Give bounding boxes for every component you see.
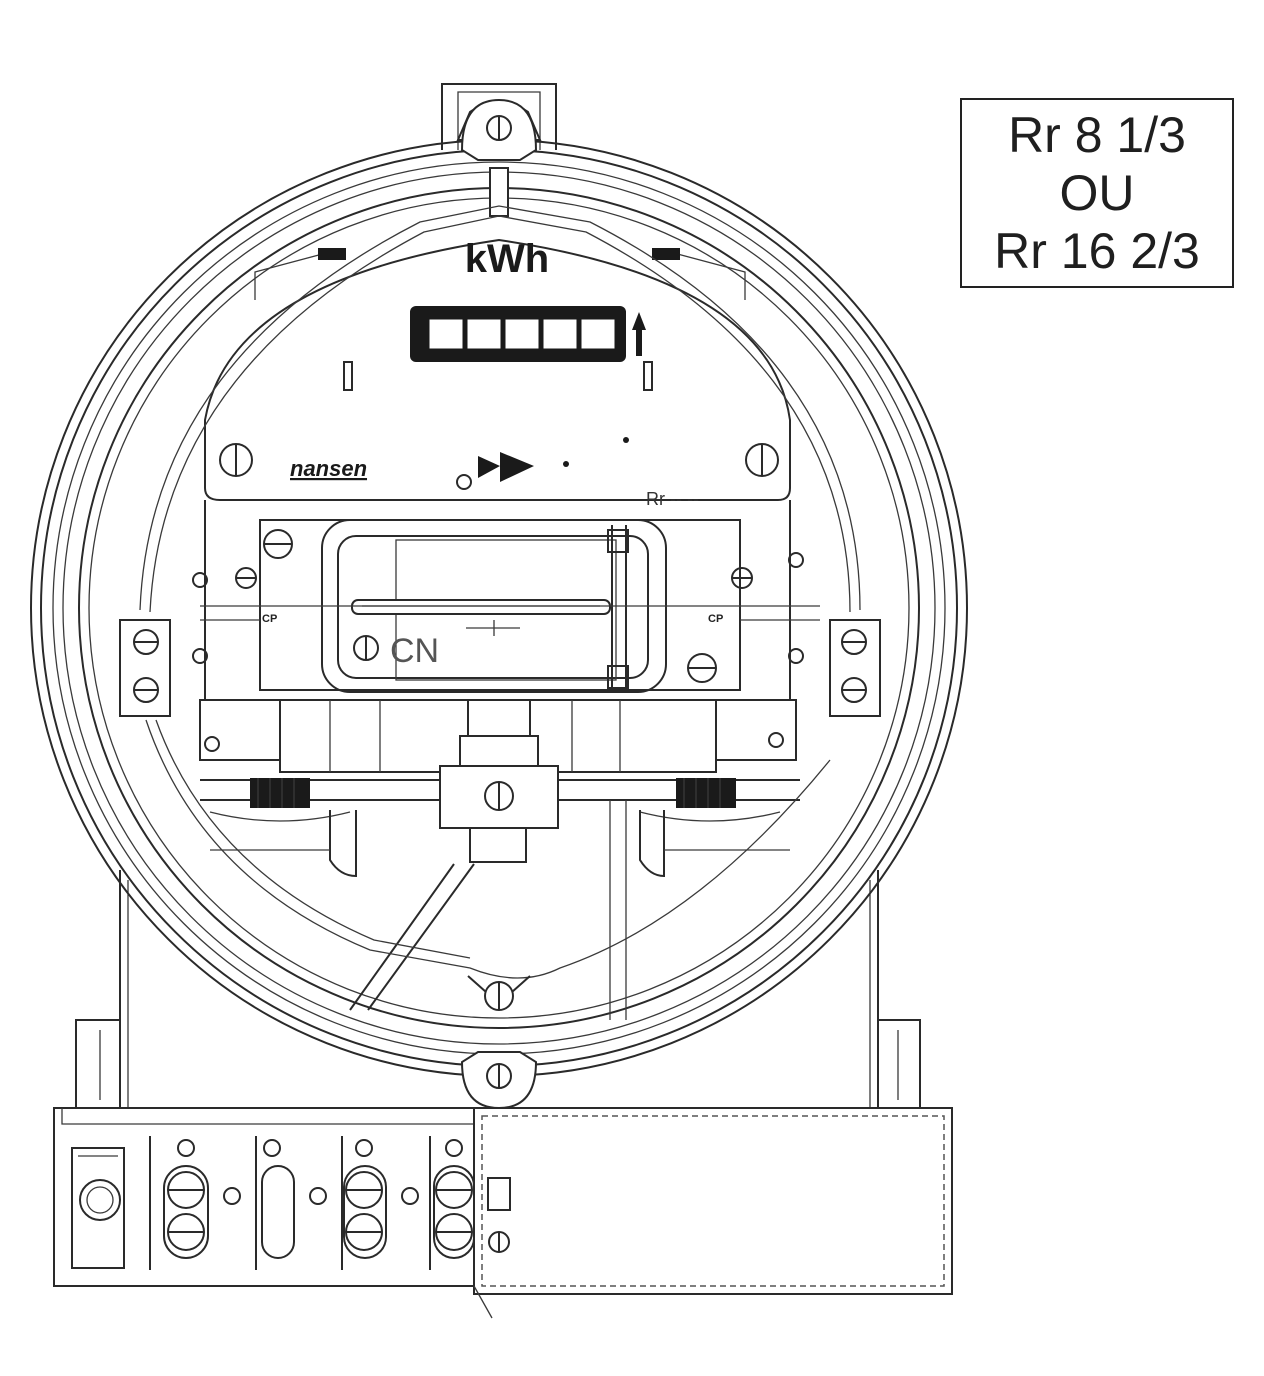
wire-knot <box>467 975 531 1011</box>
ratio-line-1: Rr 8 1/3 <box>1008 107 1186 163</box>
terminal-cover <box>473 1107 953 1319</box>
center-clamp <box>439 699 559 863</box>
screw-icon <box>353 635 379 661</box>
direction-arrow-icon <box>478 452 534 482</box>
reset-hole <box>456 474 472 490</box>
screw-icon <box>687 653 717 683</box>
measuring-element <box>200 500 820 700</box>
ring-clamp-right <box>829 619 881 717</box>
mount-hole <box>788 648 804 664</box>
ring-lug-bottom <box>460 1051 538 1110</box>
slot-left <box>343 361 353 391</box>
kwh-label: kWh <box>465 237 549 281</box>
screw-icon <box>235 567 257 589</box>
mount-hole <box>788 552 804 568</box>
screw-icon <box>263 529 293 559</box>
lower-frame <box>199 699 800 822</box>
screw-icon <box>731 567 753 589</box>
ring-lug-top <box>460 98 538 217</box>
mount-hole <box>192 648 208 664</box>
ratio-line-3: Rr 16 2/3 <box>994 223 1200 279</box>
ring-clamp-left <box>119 619 171 717</box>
counter-display <box>410 306 626 362</box>
cn-label: CN <box>390 632 439 670</box>
dot-marker <box>563 461 569 467</box>
rr-label: Rr -- -- <box>646 489 699 509</box>
up-arrow-icon <box>632 312 646 356</box>
screw-icon <box>219 443 253 477</box>
ratio-line-2: OU <box>1059 165 1135 221</box>
screw-icon <box>745 443 779 477</box>
sealing-wire <box>139 205 861 979</box>
mount-hole <box>204 736 220 752</box>
cp-right-label: CP <box>708 613 723 625</box>
cp-left-label: CP <box>262 613 277 625</box>
brand-logo: nansen <box>290 456 367 481</box>
mount-hole <box>192 572 208 588</box>
terminal-block <box>53 1107 475 1287</box>
lower-bracket <box>210 800 790 1020</box>
ratio-label-box: Rr 8 1/3 OU Rr 16 2/3 <box>960 98 1234 288</box>
slot-right <box>643 361 653 391</box>
mount-hole <box>768 732 784 748</box>
dot-marker <box>623 437 629 443</box>
